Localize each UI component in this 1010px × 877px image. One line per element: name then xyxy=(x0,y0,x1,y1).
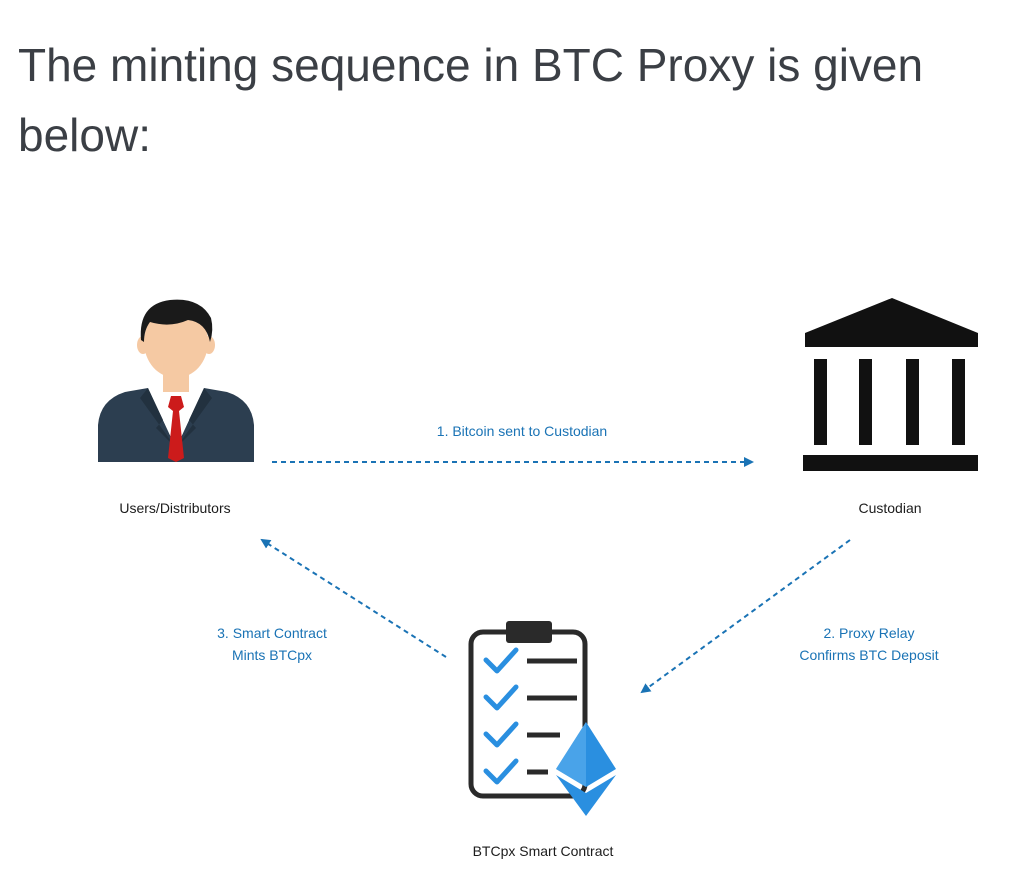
person-icon xyxy=(98,299,254,462)
step-3-label-line1: 3. Smart Contract xyxy=(217,625,327,641)
bank-icon xyxy=(803,298,978,471)
node-label-contract: BTCpx Smart Contract xyxy=(473,843,614,859)
step-2-label-line1: 2. Proxy Relay xyxy=(823,625,914,641)
arrow-step-3 xyxy=(260,538,447,658)
step-2-label-line2: Confirms BTC Deposit xyxy=(799,647,938,663)
ethereum-icon xyxy=(556,722,616,816)
clipboard-checklist-icon xyxy=(468,621,588,799)
node-label-users: Users/Distributors xyxy=(119,500,230,516)
arrow-step-2 xyxy=(640,539,851,694)
step-3-label-line2: Mints BTCpx xyxy=(232,647,312,663)
step-1-label: 1. Bitcoin sent to Custodian xyxy=(437,423,607,439)
node-label-custodian: Custodian xyxy=(858,500,921,516)
page-heading: The minting sequence in BTC Proxy is giv… xyxy=(18,39,924,161)
